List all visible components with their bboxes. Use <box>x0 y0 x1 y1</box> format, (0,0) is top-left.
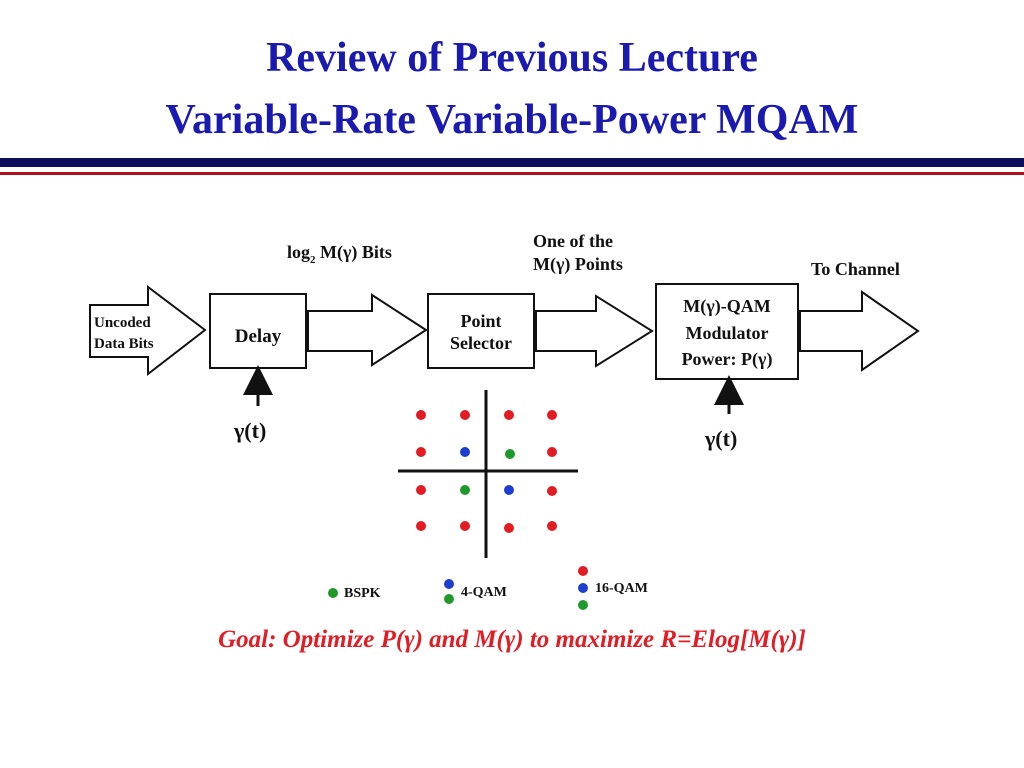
point-16qam <box>504 523 514 533</box>
input-arrow <box>89 284 207 377</box>
selector-label-line-1: Point <box>460 311 501 331</box>
modulator-label-line-2: Modulator <box>686 323 769 343</box>
legend-16qam-label: 16-QAM <box>595 581 648 596</box>
modulator-label-line-3: Power: P(γ) <box>682 349 773 370</box>
selector-label-line-2: Selector <box>450 333 512 353</box>
constellation-points <box>416 410 557 533</box>
bits-arrow <box>307 293 428 367</box>
points-label-line-2: M(γ) Points <box>533 254 623 275</box>
modulator-label-line-1: M(γ)-QAM <box>683 296 770 317</box>
point-16qam <box>547 486 557 496</box>
title-divider-red <box>0 172 1024 175</box>
title-divider-blue <box>0 158 1024 167</box>
goal-statement: Goal: Optimize P(γ) and M(γ) to maximize… <box>218 626 806 653</box>
point-16qam <box>416 447 426 457</box>
point-selector-block <box>427 293 535 369</box>
legend-bspk-marker <box>328 588 338 598</box>
point-16qam <box>460 410 470 420</box>
legend-4qam-label: 4-QAM <box>461 585 507 600</box>
delay-label: Delay <box>235 326 282 347</box>
point-16qam <box>460 521 470 531</box>
gamma-modulator-label: γ(t) <box>704 426 737 451</box>
legend-16qam-marker-green <box>578 600 588 610</box>
slide-title-line-2: Variable-Rate Variable-Power MQAM <box>165 97 859 143</box>
channel-label: To Channel <box>811 259 900 279</box>
point-bspk <box>460 485 470 495</box>
bits-label: log2 M(γ) Bits <box>287 242 392 266</box>
point-16qam <box>416 485 426 495</box>
modulator-block <box>655 283 799 380</box>
point-bspk <box>505 449 515 459</box>
input-label-line-2: Data Bits <box>94 336 154 352</box>
point-16qam <box>504 410 514 420</box>
legend-bspk-label: BSPK <box>344 586 381 601</box>
legend-4qam-marker-blue <box>444 579 454 589</box>
point-16qam <box>416 410 426 420</box>
point-4qam <box>460 447 470 457</box>
slide-title-line-1: Review of Previous Lecture <box>266 35 758 81</box>
channel-arrow <box>799 290 920 372</box>
legend-4qam-marker-green <box>444 594 454 604</box>
point-16qam <box>416 521 426 531</box>
points-arrow <box>535 294 654 368</box>
legend-16qam-marker-red <box>578 566 588 576</box>
gamma-delay-label: γ(t) <box>233 418 266 443</box>
legend-16qam-marker-blue <box>578 583 588 593</box>
points-label-line-1: One of the <box>533 231 613 251</box>
point-16qam <box>547 447 557 457</box>
input-label-line-1: Uncoded <box>94 315 151 331</box>
point-16qam <box>547 410 557 420</box>
legend: BSPK 4-QAM 16-QAM <box>328 566 648 610</box>
point-16qam <box>547 521 557 531</box>
point-4qam <box>504 485 514 495</box>
